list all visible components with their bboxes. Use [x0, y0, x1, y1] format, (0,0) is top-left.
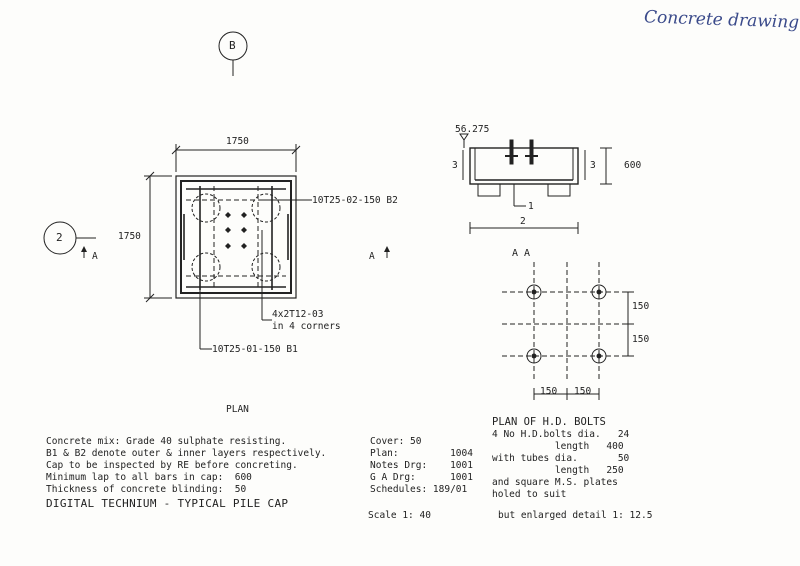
bolt-plan-title: PLAN OF H.D. BOLTS — [492, 416, 606, 428]
note-line: B1 & B2 denote outer & inner layers resp… — [46, 448, 327, 459]
schedule-cover: Cover: 50 — [370, 436, 422, 447]
bolt-spec-line: holed to suit — [492, 489, 567, 500]
plan-height-dimension: 1750 — [118, 231, 141, 242]
section-marker-left: A — [92, 251, 98, 262]
section-marker-right: A — [369, 251, 375, 262]
grid-ref-b-label: B — [229, 39, 236, 52]
grid-ref-b — [218, 31, 248, 76]
grid-ref-2 — [43, 221, 96, 255]
note-line: Thickness of concrete blinding: 50 — [46, 484, 247, 495]
section-dim-left: 3 — [452, 160, 458, 171]
section-dim-right: 3 — [590, 160, 596, 171]
bolt-spec-line: 4 No H.D.bolts dia. 24 — [492, 429, 630, 440]
bolt-dim-vertical-2: 150 — [632, 334, 650, 345]
bolt-spec-line: with tubes dia. 50 — [492, 453, 630, 464]
schedule-schedules: Schedules: 189/01 — [370, 484, 468, 495]
bar-mark-2: 2 — [520, 216, 526, 227]
rebar-label-b1: 10T25-01-150 B1 — [212, 344, 298, 355]
plan-view — [81, 144, 390, 350]
bolt-dim-horizontal-1: 150 — [540, 386, 558, 397]
bolt-dim-vertical-1: 150 — [632, 301, 650, 312]
bolt-spec-line: and square M.S. plates — [492, 477, 618, 488]
schedule-ga-drg: G A Drg: 1001 — [370, 472, 473, 483]
corner-bars-label: 4x2T12-03 — [272, 309, 324, 320]
bolt-spec-line: length 400 — [492, 441, 624, 452]
section-view — [459, 133, 612, 234]
section-depth-dimension: 600 — [624, 160, 642, 171]
bar-mark-1: 1 — [528, 201, 534, 212]
section-title: A A — [512, 248, 531, 259]
corner-bars-label-2: in 4 corners — [272, 321, 341, 332]
note-line: Concrete mix: Grade 40 sulphate resistin… — [46, 436, 287, 447]
note-line: Minimum lap to all bars in cap: 600 — [46, 472, 252, 483]
note-line: Cap to be inspected by RE before concret… — [46, 460, 298, 471]
grid-ref-2-label: 2 — [56, 231, 63, 244]
schedule-plan: Plan: 1004 — [370, 448, 473, 459]
schedule-notes-drg: Notes Drg: 1001 — [370, 460, 473, 471]
bolt-spec-line: length 250 — [492, 465, 624, 476]
level-label: 56.275 — [455, 124, 490, 135]
bolt-dim-horizontal-2: 150 — [574, 386, 592, 397]
enlarged-detail-label: but enlarged detail 1: 12.5 — [498, 510, 653, 521]
scale-label: Scale 1: 40 — [368, 510, 431, 521]
bolt-plan-view — [502, 262, 634, 400]
rebar-label-b2: 10T25-02-150 B2 — [312, 195, 398, 206]
plan-caption: PLAN — [226, 404, 249, 415]
plan-width-dimension: 1750 — [226, 136, 249, 147]
drawing-title: DIGITAL TECHNIUM - TYPICAL PILE CAP — [46, 497, 289, 510]
